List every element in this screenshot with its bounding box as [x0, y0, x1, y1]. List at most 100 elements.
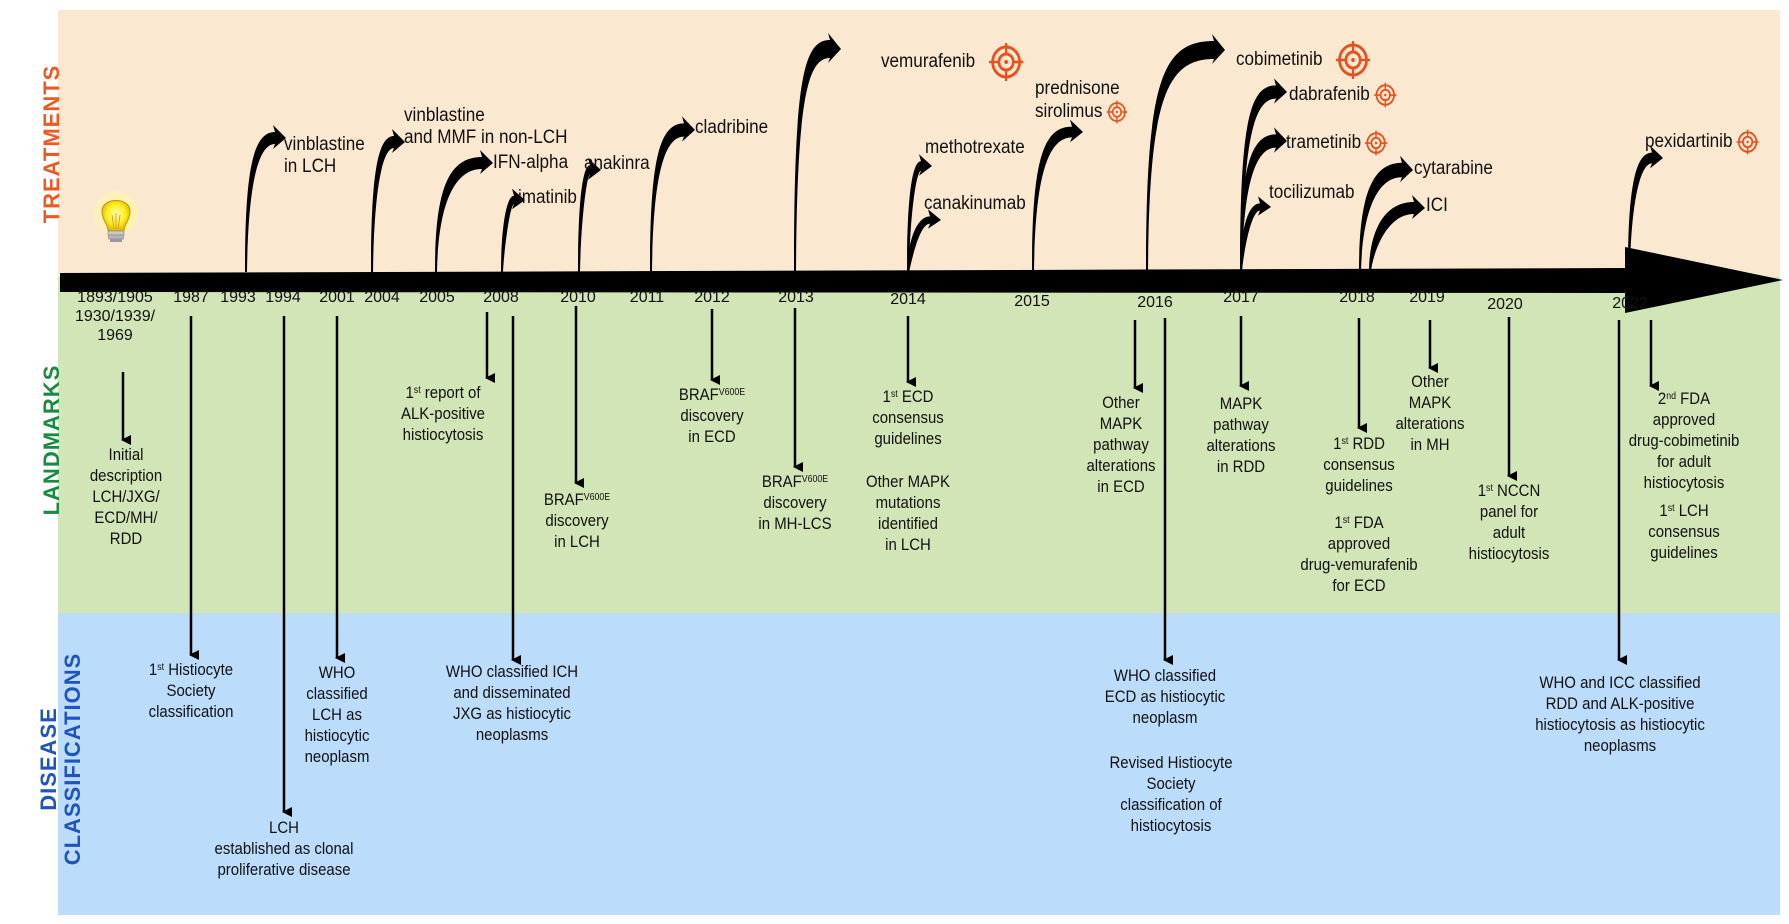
treatment-name: pexidartinib	[1645, 131, 1733, 153]
year-label: 1987	[173, 289, 209, 306]
classification-text: WHO and ICC classified RDD and ALK-posit…	[1535, 673, 1705, 755]
treatment-arrow	[907, 209, 941, 272]
treatment-arrow	[1628, 145, 1663, 272]
landmark-text: Other MAPK mutations identified in LCH	[866, 472, 950, 554]
treatment-label: pexidartinib	[1645, 129, 1759, 155]
treatment-name: cladribine	[695, 117, 769, 138]
landmark-text: 1st report of ALK-positive histiocytosis	[401, 383, 485, 444]
target-icon	[1365, 130, 1388, 156]
treatment-arrow	[435, 150, 493, 272]
treatment-label: tocilizumab	[1269, 182, 1355, 204]
year-label: 2011	[629, 289, 665, 306]
treatment-name: prednisone sirolimus	[1035, 78, 1120, 123]
treatment-arrow	[1369, 195, 1425, 272]
year-label: 2004	[364, 289, 400, 306]
landmark-text: 2nd FDA approved drug-cobimetinib for ad…	[1628, 389, 1740, 492]
treatment-label: methotrexate	[925, 137, 1025, 159]
treatment-label: vemurafenib	[881, 42, 1024, 82]
target-icon	[1374, 82, 1397, 108]
target-icon	[1335, 41, 1371, 79]
treatment-name: tocilizumab	[1269, 182, 1355, 203]
year-label: 2008	[483, 289, 519, 306]
year-label: 2010	[560, 289, 596, 306]
year-label: 2013	[778, 289, 814, 306]
treatment-arrow	[1146, 34, 1225, 272]
year-label: 2022	[1612, 295, 1648, 312]
treatment-name: cobimetinib	[1236, 49, 1323, 71]
treatment-label: IFN-alpha	[493, 152, 568, 174]
treatment-name: vinblastine and MMF in non-LCH	[404, 105, 568, 148]
target-icon	[1736, 129, 1759, 155]
year-label: 2015	[1014, 293, 1050, 310]
landmark-text: Initial description LCH/JXG/ ECD/MH/ RDD	[89, 445, 163, 548]
landmark-text: 1st RDD consensus guidelines	[1323, 434, 1395, 495]
year-label: 2014	[890, 291, 926, 308]
treatment-label: ICI	[1426, 195, 1448, 217]
treatment-label: anakinra	[584, 153, 650, 175]
treatment-name: imatinib	[518, 187, 577, 208]
treatment-arrow	[1240, 196, 1271, 272]
lightbulb-icon	[94, 191, 138, 242]
year-label: 1993	[220, 289, 256, 306]
treatment-name: cytarabine	[1414, 158, 1493, 179]
treatment-name: canakinumab	[924, 193, 1026, 214]
landmark-text: MAPK pathway alterations in RDD	[1206, 394, 1276, 476]
landmark-text: Other MAPK alterations in MH	[1395, 372, 1465, 454]
treatment-label: vinblastine and MMF in non-LCH	[404, 105, 567, 149]
classification-text: 1st Histiocyte Society classification	[148, 660, 234, 721]
landmarks-band	[58, 277, 1780, 613]
timeline-axis-arrow	[60, 247, 1783, 313]
classification-text: Revised Histiocyte Society classificatio…	[1109, 753, 1233, 835]
treatment-arrow	[1032, 119, 1083, 272]
target-icon	[988, 43, 1023, 81]
treatment-label: cobimetinib	[1236, 40, 1371, 80]
landmark-text: 1st LCH consensus guidelines	[1648, 501, 1720, 562]
treatment-label: imatinib	[518, 187, 577, 209]
classification-text: LCH established as clonal proliferative …	[214, 818, 354, 879]
treatment-name: vemurafenib	[881, 51, 976, 73]
treatment-name: trametinib	[1286, 132, 1362, 154]
treatment-arrow	[1240, 127, 1287, 273]
treatment-name: dabrafenib	[1289, 84, 1370, 106]
year-label: 2018	[1339, 289, 1375, 306]
treatment-label: dabrafenib	[1289, 82, 1397, 108]
treatment-arrow	[794, 33, 841, 272]
year-label: 2012	[694, 289, 730, 306]
classification-text: WHO classified ECD as histiocytic neopla…	[1104, 666, 1226, 727]
landmark-text: 1st ECD consensus guidelines	[872, 387, 944, 448]
treatment-name: ICI	[1426, 195, 1448, 216]
treatment-arrow	[245, 125, 286, 272]
treatment-name: IFN-alpha	[493, 152, 569, 173]
year-label: 2016	[1137, 294, 1173, 311]
landmark-text: Other MAPK pathway alterations in ECD	[1086, 393, 1156, 496]
treatment-label: canakinumab	[924, 193, 1026, 215]
treatment-arrow	[1240, 78, 1287, 273]
treatment-arrow	[650, 116, 695, 273]
year-label: 2020	[1487, 296, 1523, 313]
treatment-name: methotrexate	[925, 137, 1025, 158]
target-icon	[1106, 100, 1128, 124]
treatment-label: trametinib	[1286, 130, 1388, 156]
treatment-arrow	[501, 188, 525, 272]
treatment-label: prednisone sirolimus	[1035, 78, 1128, 124]
treatment-arrow	[1359, 155, 1413, 272]
classifications-band	[58, 613, 1780, 915]
treatment-label: vinblastine in LCH	[284, 134, 365, 178]
treatment-arrow	[371, 129, 405, 272]
landmark-text: 1st NCCN panel for adult histiocytosis	[1468, 481, 1550, 563]
treatment-label: cladribine	[695, 117, 768, 139]
year-label: 1893/1905 1930/1939/ 1969	[74, 289, 156, 344]
landmark-text: BRAFV600E discovery in LCH	[543, 490, 611, 551]
treatment-name: vinblastine in LCH	[284, 134, 365, 177]
treatment-label: cytarabine	[1414, 158, 1493, 180]
landmark-text: BRAFV600E discovery in MH-LCS	[758, 472, 832, 533]
year-label: 2019	[1409, 289, 1445, 306]
landmark-text: 1st FDA approved drug-vemurafenib for EC…	[1300, 513, 1418, 595]
treatment-name: anakinra	[584, 153, 650, 174]
treatment-arrow	[907, 154, 932, 272]
year-label: 2005	[419, 289, 455, 306]
classification-text: WHO classified ICH and disseminated JXG …	[445, 662, 579, 744]
treatment-arrow	[578, 158, 601, 272]
classification-text: WHO classified LCH as histiocytic neopla…	[304, 663, 370, 766]
year-label: 2017	[1223, 289, 1259, 306]
